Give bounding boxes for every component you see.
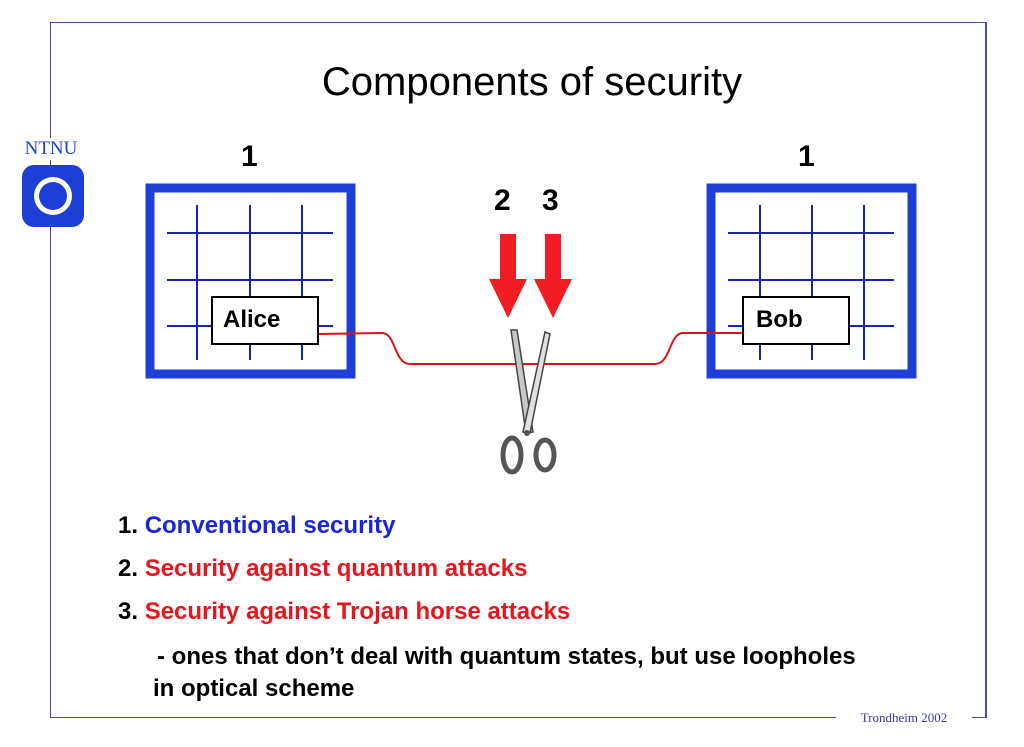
list-item-3: 3. Security against Trojan horse attacks — [118, 598, 570, 626]
arrow-2-icon — [489, 234, 527, 318]
trojan-note: - ones that don’t deal with quantum stat… — [153, 641, 983, 705]
bob-label-box: Bob — [742, 296, 850, 345]
list-item-1-number: 1. — [118, 512, 139, 539]
slide-title: Components of security — [321, 60, 743, 104]
scissors-icon — [500, 329, 557, 475]
list-item-3-number: 3. — [118, 598, 139, 625]
arrow-3-icon — [534, 234, 572, 318]
bob-label: Bob — [756, 306, 803, 333]
list-item-2-number: 2. — [118, 555, 139, 582]
list-item-2-text: Security against quantum attacks — [144, 555, 528, 582]
fiber-line — [317, 331, 743, 365]
alice-label-box: Alice — [211, 296, 319, 345]
ntnu-label: NTNU — [10, 138, 92, 160]
alice-box — [145, 183, 356, 379]
footer-text: Trondheim 2002 — [860, 710, 948, 725]
list-item-3-text: Security against Trojan horse attacks — [144, 598, 571, 625]
trojan-note-line-1: - ones that don’t deal with quantum stat… — [157, 643, 856, 670]
bob-box — [706, 183, 917, 379]
label-quantum-attack: 2 — [494, 184, 511, 217]
list-item-2: 2. Security against quantum attacks — [118, 555, 527, 583]
label-trojan-attack: 3 — [542, 184, 559, 217]
list-item-1: 1. Conventional security — [118, 512, 395, 540]
alice-label: Alice — [223, 306, 281, 333]
ntnu-logo-dot — [39, 182, 67, 210]
slide-frame — [50, 22, 986, 718]
list-item-1-text: Conventional security — [144, 512, 396, 539]
trojan-note-line-2: in optical scheme — [153, 675, 355, 702]
label-conventional-left: 1 — [241, 140, 258, 173]
footer-gap — [836, 710, 972, 728]
label-conventional-right: 1 — [798, 140, 815, 173]
slide-frame-right — [985, 22, 987, 718]
ntnu-logo-icon — [22, 165, 84, 227]
